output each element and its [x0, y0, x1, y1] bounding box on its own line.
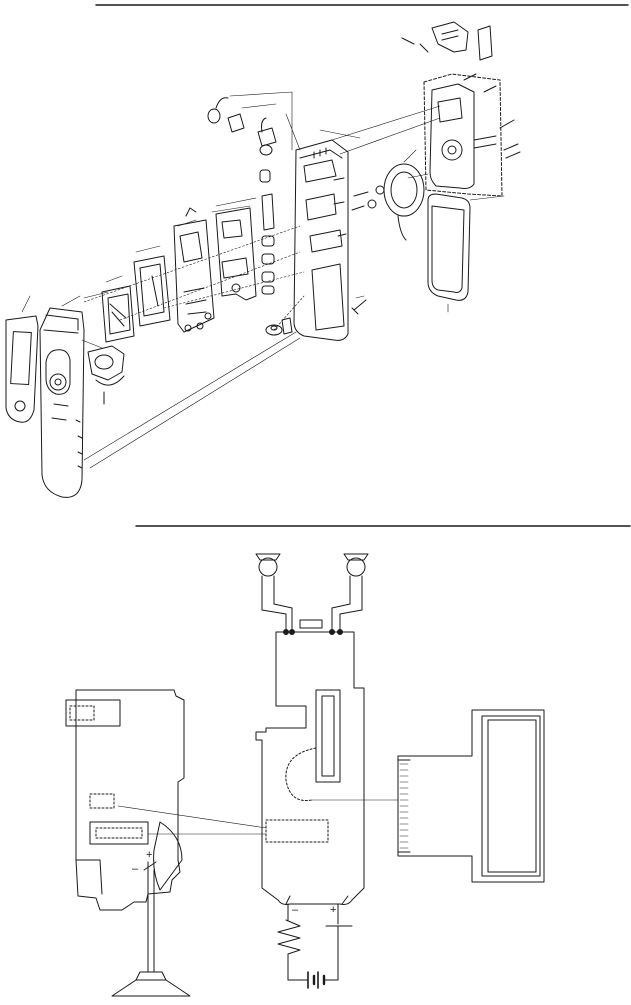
window-frame [5, 315, 39, 423]
grommet [265, 317, 293, 336]
mic-left [255, 553, 293, 631]
keypad [87, 345, 125, 405]
center-plus-label: + [330, 904, 336, 916]
main-chassis [293, 139, 349, 341]
front-cover [39, 307, 85, 498]
lcd-holder [133, 255, 171, 327]
main-pcb [173, 207, 215, 333]
speaker [383, 163, 425, 241]
top-clip [431, 21, 493, 61]
mic-right [331, 553, 369, 631]
rear-cabinet [423, 73, 503, 197]
exploded-view [5, 4, 629, 498]
center-minus-label: – [292, 904, 299, 916]
board-center: – + [255, 629, 365, 916]
speaker-symbol [111, 861, 191, 997]
screw-bottom [351, 299, 367, 315]
side-buttons [351, 185, 385, 211]
board-left: + – [65, 689, 185, 911]
battery-cover [427, 193, 471, 301]
mic-connector [299, 619, 323, 629]
sub-pcb [215, 207, 257, 301]
lcd-module [397, 709, 545, 883]
left-minus-label: – [132, 863, 139, 875]
connection-lines [117, 799, 399, 835]
screws-right [401, 37, 521, 159]
dashed-guides [83, 225, 305, 331]
battery-terminals [277, 903, 353, 989]
wiring-diagram: – + + – [65, 525, 631, 997]
small-parts [259, 169, 275, 295]
left-plus-label: + [146, 849, 152, 861]
leader-lines [21, 91, 505, 469]
microphones [207, 97, 277, 156]
lcd-panel [101, 285, 135, 343]
